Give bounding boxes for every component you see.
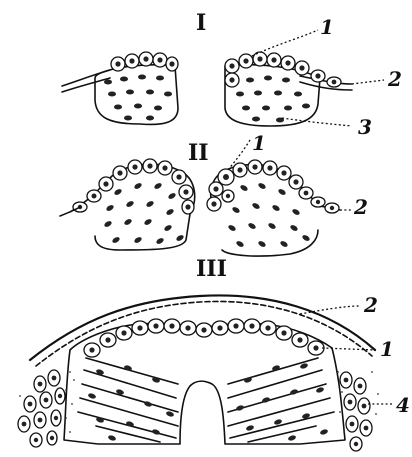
panel-1-left-epithelium <box>62 70 110 86</box>
panel-3-label-4: 4 <box>396 393 410 417</box>
panel-1-label-1: 1 <box>320 15 334 39</box>
panel-2-right-surface-cells <box>207 160 339 213</box>
panel-3-leader-1 <box>322 348 376 350</box>
panel-3-left-wall-texture <box>78 358 178 442</box>
panel-3: III <box>18 256 410 451</box>
panel-1-right-inner-nuclei <box>236 76 310 123</box>
panel-3-surface-cells <box>84 319 324 357</box>
panel-2-label-1: 1 <box>252 131 266 155</box>
panel-1-label-2: 2 <box>387 67 402 91</box>
panel-1-right-surface-cells <box>225 52 341 87</box>
panel-1-right-epithelium <box>300 76 352 84</box>
panel-1-left-surface-cells <box>111 52 178 71</box>
panel-2: II <box>60 131 368 256</box>
panel-3-roman-label: III <box>196 256 227 282</box>
panel-3-label-2: 2 <box>363 293 378 317</box>
panel-3-right-wall-texture <box>228 358 334 442</box>
panel-1: I <box>62 10 402 139</box>
panel-2-right-inner-nuclei <box>227 182 310 248</box>
panel-2-left-inner-nuclei <box>103 182 184 245</box>
panel-3-label-1: 1 <box>380 337 394 361</box>
panel-2-roman-label: II <box>188 140 209 166</box>
panel-1-label-3: 3 <box>358 115 372 139</box>
panel-1-leader-2 <box>352 80 384 84</box>
panel-1-left-epithelium-inner <box>62 78 110 92</box>
panel-3-left-crest-cells <box>18 370 65 447</box>
panel-1-leader-1 <box>252 30 318 56</box>
panel-3-stipple <box>19 371 379 433</box>
panel-1-left-inner-nuclei <box>104 75 172 121</box>
panel-2-label-2: 2 <box>353 195 368 219</box>
panel-2-left-surface-cells <box>73 159 194 214</box>
panel-1-roman-label: I <box>196 10 206 36</box>
